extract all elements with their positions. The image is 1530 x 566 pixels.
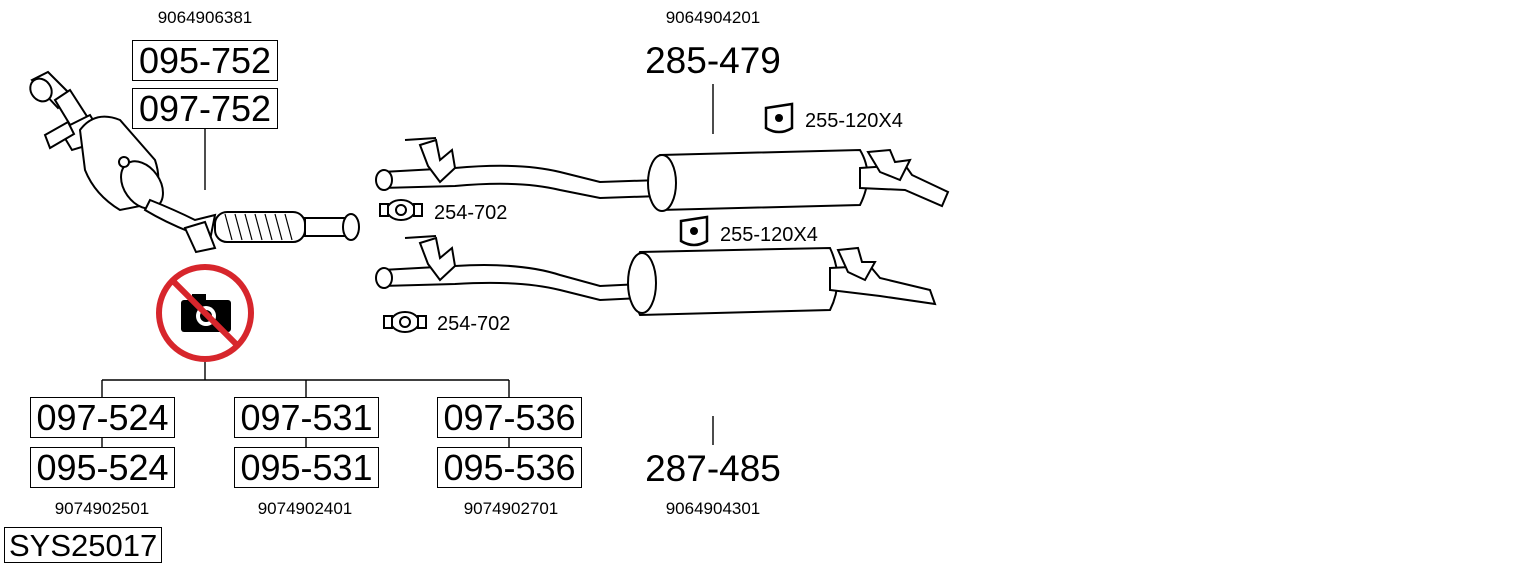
middle-option-1-part-2[interactable]: 095-524 [30,447,175,488]
middle-option-3-part-2[interactable]: 095-536 [437,447,582,488]
rear-upper-part-number[interactable]: 285-479 [645,40,781,81]
pipe-clamp-icon [379,199,423,221]
rear-muffler-upper-drawing [375,137,950,212]
no-photo-icon [156,264,254,362]
front-oem-number: 9064906381 [157,8,253,27]
catalytic-converter-drawing [29,70,360,254]
middle-option-2-part-1[interactable]: 097-531 [234,397,379,438]
middle-option-1-part-1[interactable]: 097-524 [30,397,175,438]
rear-muffler-lower-drawing [375,235,937,317]
connector-lines [101,84,714,447]
pipe-clamp-icon [383,311,427,333]
middle-option-1-oem: 9074902501 [54,499,150,518]
system-code-box[interactable]: SYS25017 [4,527,163,563]
middle-option-2-oem: 9074902401 [257,499,353,518]
rubber-mount-icon [764,102,794,134]
rear-upper-oem-number: 9064904201 [665,8,761,27]
clamp-label[interactable]: 254-702 [434,202,508,224]
front-part-number-1[interactable]: 095-752 [132,40,278,81]
mount-label[interactable]: 255-120X4 [805,110,903,132]
middle-option-2-part-2[interactable]: 095-531 [234,447,379,488]
mount-label[interactable]: 255-120X4 [720,224,818,246]
middle-option-3-part-1[interactable]: 097-536 [437,397,582,438]
rubber-mount-icon [679,215,709,247]
clamp-label[interactable]: 254-702 [437,313,511,335]
rear-lower-oem-number: 9064904301 [665,499,761,518]
front-part-number-2[interactable]: 097-752 [132,88,278,129]
middle-option-3-oem: 9074902701 [463,499,559,518]
rear-lower-part-number[interactable]: 287-485 [645,448,781,489]
